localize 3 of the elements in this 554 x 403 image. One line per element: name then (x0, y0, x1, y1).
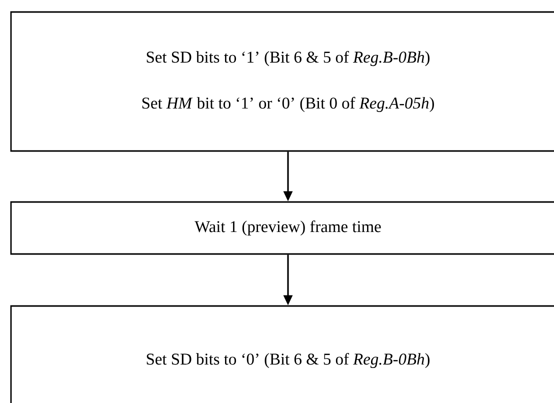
process-box: Wait 1 (preview) frame time (10, 201, 554, 255)
process-box: Set SD bits to ‘0’ (Bit 6 & 5 of Reg.B-0Bh) (10, 305, 554, 403)
process-box: Set SD bits to ‘1’ (Bit 6 & 5 of Reg.B-0Bh) Set HM bit to ‘1’ or ‘0’ (Bit 0 of Reg.A-05h) (10, 11, 554, 152)
